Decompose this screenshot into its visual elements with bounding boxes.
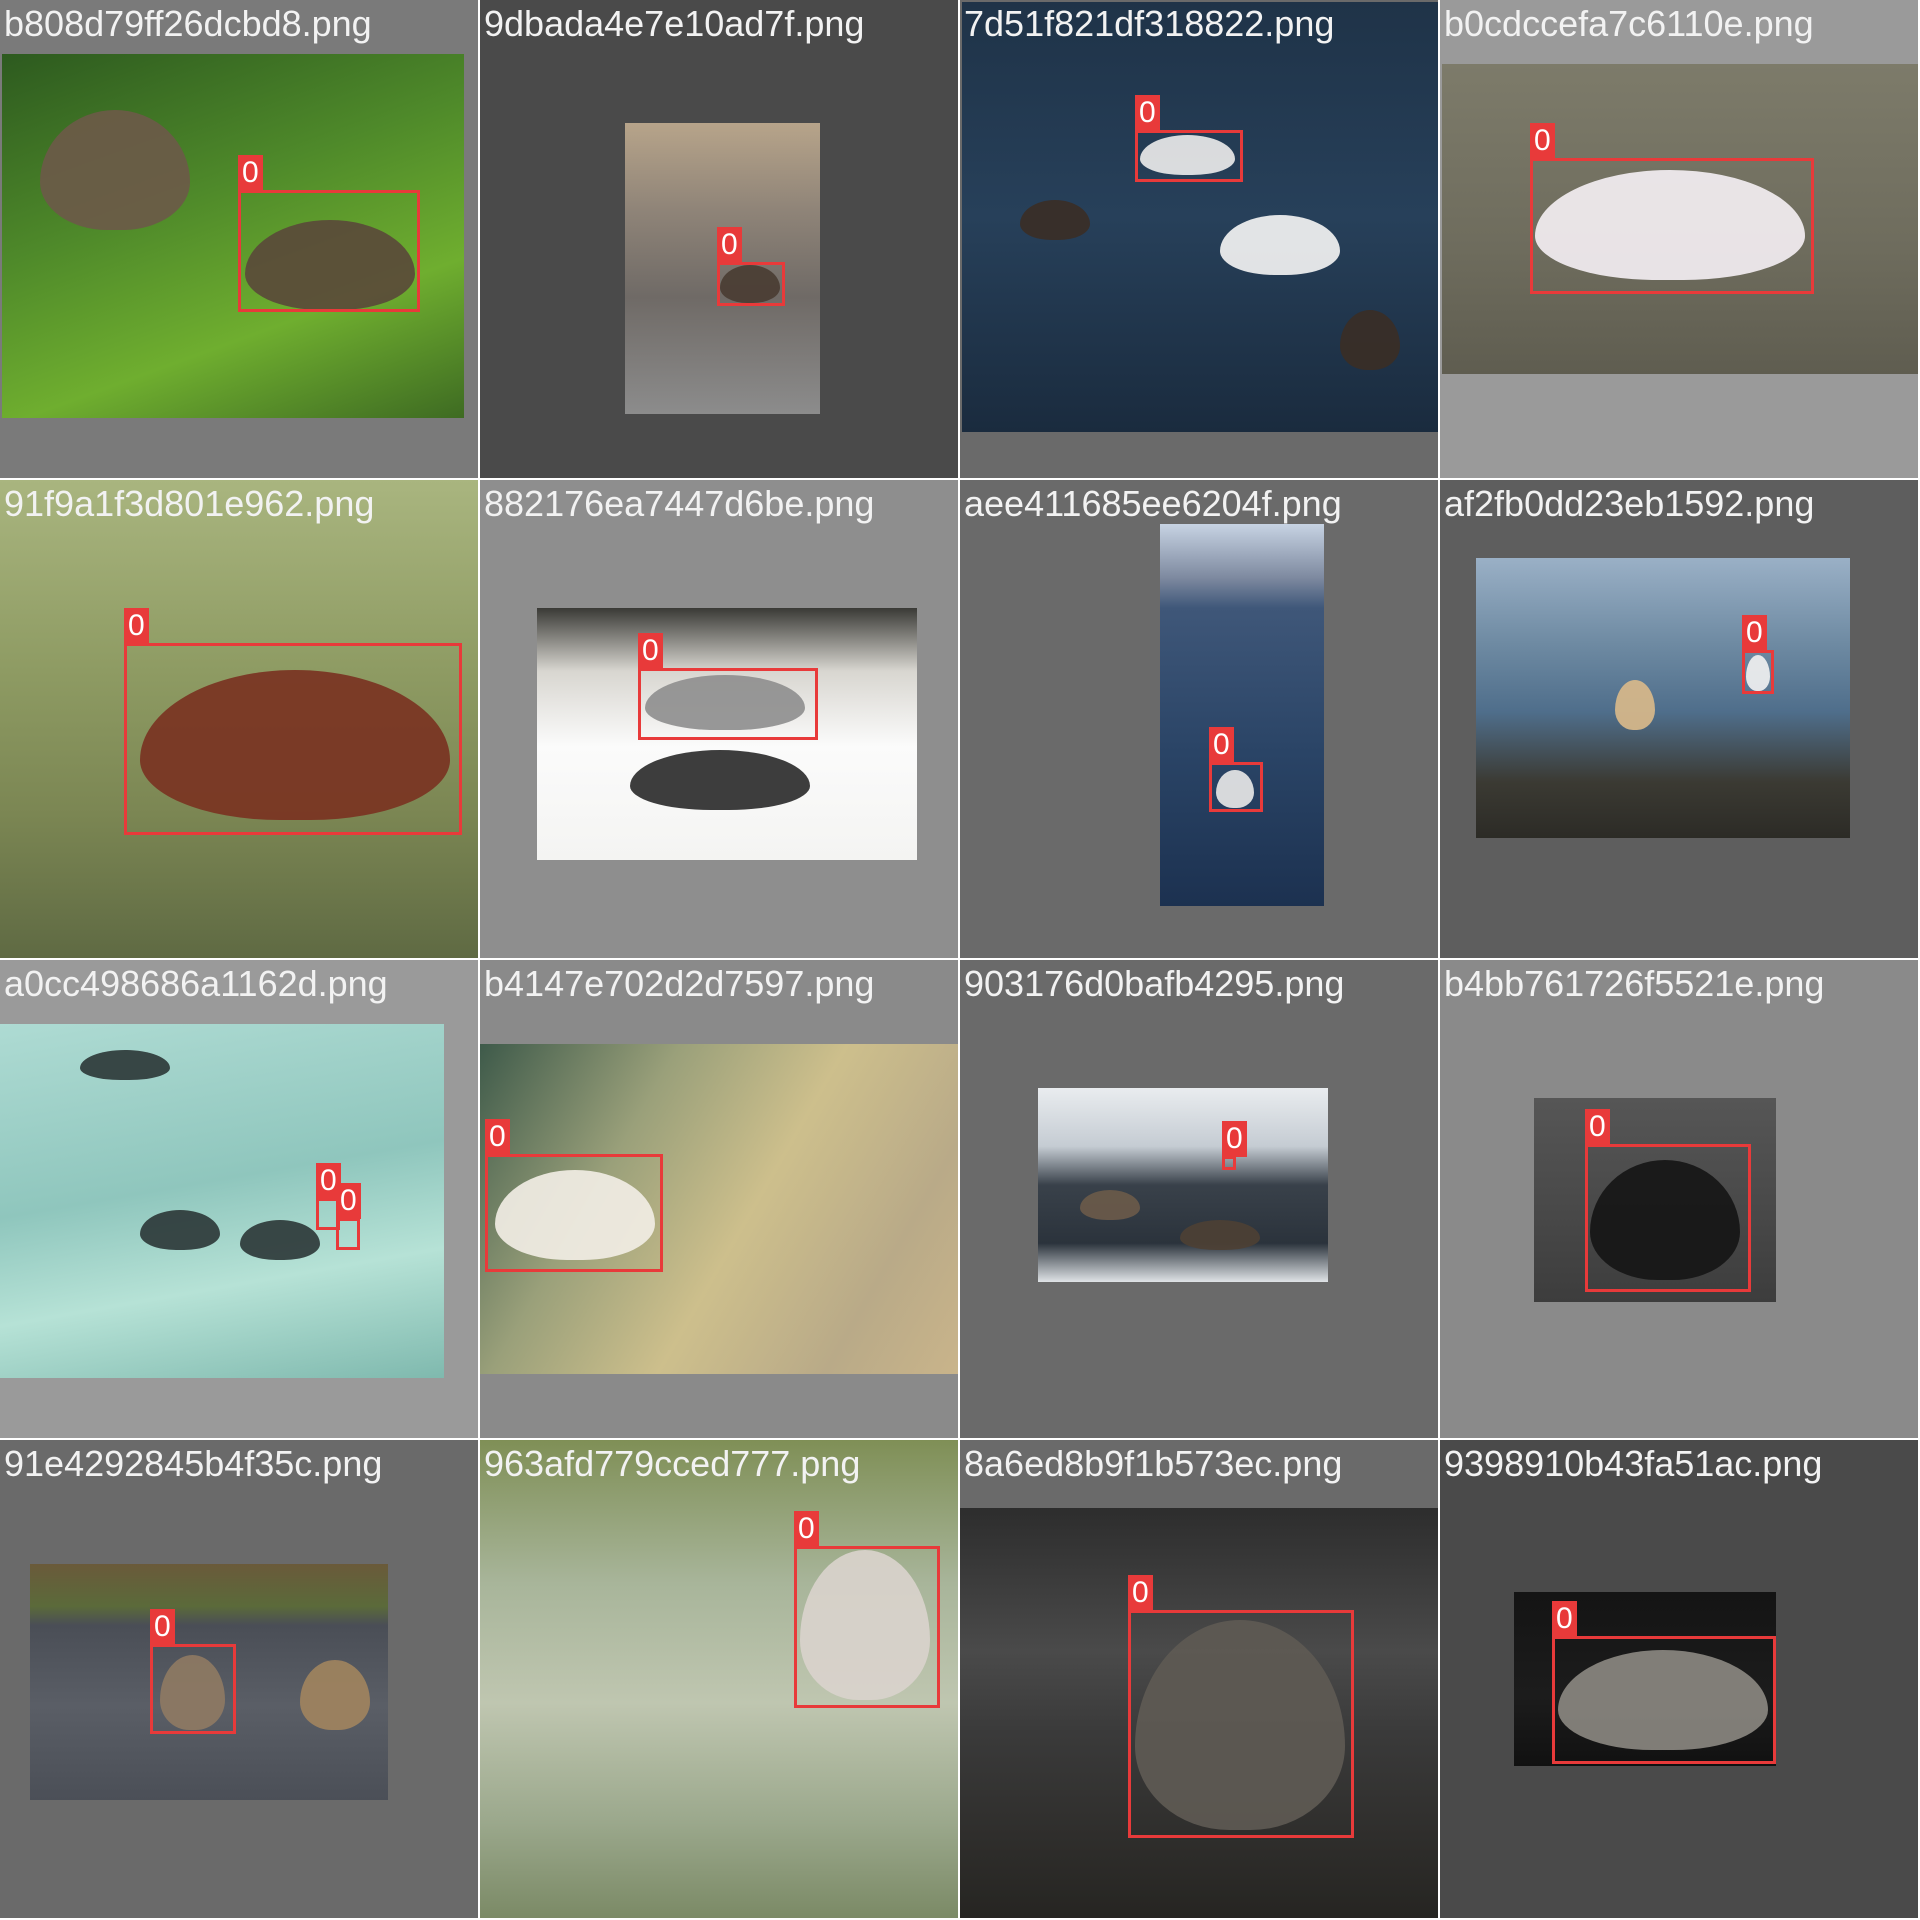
tile-filename: 8a6ed8b9f1b573ec.png	[964, 1443, 1343, 1484]
bird-shape	[1180, 1220, 1260, 1250]
bird-shape	[140, 670, 450, 820]
bbox-class-label: 0	[238, 155, 263, 191]
tile-filename: b0cdccefa7c6110e.png	[1444, 3, 1814, 44]
bird-shape	[1140, 135, 1235, 175]
grid-tile: 0 b4147e702d2d7597.png	[480, 960, 958, 1438]
bird-shape	[160, 1655, 225, 1730]
grid-tile: 0 af2fb0dd23eb1592.png	[1440, 480, 1918, 958]
bbox-class-label: 0	[1585, 1109, 1610, 1145]
grid-tile: 0 9dbada4e7e10ad7f.png	[480, 0, 958, 478]
bird-shape	[495, 1170, 655, 1260]
photo	[625, 123, 820, 414]
tile-filename: 963afd779cced777.png	[484, 1443, 861, 1484]
tile-filename: af2fb0dd23eb1592.png	[1444, 483, 1815, 524]
bird-shape	[1020, 200, 1090, 240]
bird-shape	[1080, 1190, 1140, 1220]
bird-shape	[630, 750, 810, 810]
grid-tile: 0 aee411685ee6204f.png	[960, 480, 1438, 958]
bbox-class-label: 0	[124, 608, 149, 644]
grid-tile: 0 9398910b43fa51ac.png	[1440, 1440, 1918, 1918]
bird-shape	[1558, 1650, 1768, 1750]
bird-shape	[1615, 680, 1655, 730]
tile-filename: 882176ea7447d6be.png	[484, 483, 875, 524]
grid-tile: 0 b0cdccefa7c6110e.png	[1440, 0, 1918, 478]
bounding-box: 0	[794, 1511, 940, 1708]
bounding-box: 0	[150, 1609, 236, 1734]
bird-shape	[1746, 655, 1770, 691]
bbox-class-label: 0	[638, 633, 663, 669]
bbox-class-label: 0	[150, 1609, 175, 1645]
bounding-box: 0	[1222, 1121, 1247, 1170]
bird-shape	[1340, 310, 1400, 370]
bird-shape	[80, 1050, 170, 1080]
bounding-box: 0	[638, 633, 818, 740]
tile-filename: 7d51f821df318822.png	[964, 3, 1335, 44]
tile-filename: 9398910b43fa51ac.png	[1444, 1443, 1823, 1484]
grid-tile: 0 b808d79ff26dcbd8.png	[0, 0, 478, 478]
bird-shape	[40, 110, 190, 230]
bbox-class-label: 0	[1222, 1121, 1247, 1157]
tile-filename: b808d79ff26dcbd8.png	[4, 3, 372, 44]
bird-shape	[1220, 215, 1340, 275]
grid-tile: 0 963afd779cced777.png	[480, 1440, 958, 1918]
bbox-class-label: 0	[1209, 727, 1234, 763]
bounding-box: 0	[238, 155, 420, 312]
tile-filename: b4147e702d2d7597.png	[484, 963, 875, 1004]
tile-filename: a0cc498686a1162d.png	[4, 963, 388, 1004]
bird-shape	[140, 1210, 220, 1250]
bounding-box: 0	[124, 608, 462, 835]
photo	[537, 608, 917, 860]
bounding-box: 0	[1742, 615, 1774, 694]
bounding-box: 0	[1135, 95, 1243, 182]
tile-filename: aee411685ee6204f.png	[964, 483, 1342, 524]
bounding-box: 0	[1209, 727, 1263, 812]
grid-tile: 0 b4bb761726f5521e.png	[1440, 960, 1918, 1438]
photo	[1038, 1088, 1328, 1282]
photo	[1476, 558, 1850, 838]
bird-shape	[240, 1220, 320, 1260]
bird-shape	[1216, 770, 1254, 808]
bbox-class-label: 0	[1135, 95, 1160, 131]
grid-tile: 0 8a6ed8b9f1b573ec.png	[960, 1440, 1438, 1918]
bbox-class-label: 0	[794, 1511, 819, 1547]
bird-shape	[720, 265, 780, 303]
bbox-class-label: 0	[717, 227, 742, 263]
bounding-box: 0	[1585, 1109, 1751, 1292]
bounding-box: 0	[1552, 1601, 1776, 1764]
bird-shape	[1135, 1620, 1345, 1830]
bounding-box: 0	[717, 227, 785, 306]
bbox-class-label: 0	[1530, 123, 1555, 159]
grid-tile: 0 91f9a1f3d801e962.png	[0, 480, 478, 958]
bird-shape	[1535, 170, 1805, 280]
grid-tile: 0 91e4292845b4f35c.png	[0, 1440, 478, 1918]
bounding-box: 0	[1128, 1575, 1354, 1838]
bounding-box: 0	[485, 1119, 663, 1272]
grid-tile: 0 7d51f821df318822.png	[960, 0, 1438, 478]
photo	[0, 1024, 444, 1378]
bounding-box: 0	[336, 1183, 361, 1250]
grid-tile: 0 903176d0bafb4295.png	[960, 960, 1438, 1438]
bounding-box: 0	[1530, 123, 1814, 294]
tile-filename: 91f9a1f3d801e962.png	[4, 483, 375, 524]
bird-shape	[800, 1550, 930, 1700]
bbox-class-label: 0	[485, 1119, 510, 1155]
bbox-class-label: 0	[336, 1183, 361, 1219]
tile-filename: 903176d0bafb4295.png	[964, 963, 1345, 1004]
bird-shape	[1590, 1160, 1740, 1280]
grid-tile: 0 882176ea7447d6be.png	[480, 480, 958, 958]
bbox-class-label: 0	[1742, 615, 1767, 651]
bird-shape	[300, 1660, 370, 1730]
tile-filename: 91e4292845b4f35c.png	[4, 1443, 383, 1484]
tile-filename: b4bb761726f5521e.png	[1444, 963, 1825, 1004]
tile-filename: 9dbada4e7e10ad7f.png	[484, 3, 865, 44]
bbox-class-label: 0	[1128, 1575, 1153, 1611]
bird-shape	[245, 220, 415, 310]
photo	[1160, 524, 1324, 906]
bbox-class-label: 0	[1552, 1601, 1577, 1637]
bird-shape	[645, 675, 805, 730]
